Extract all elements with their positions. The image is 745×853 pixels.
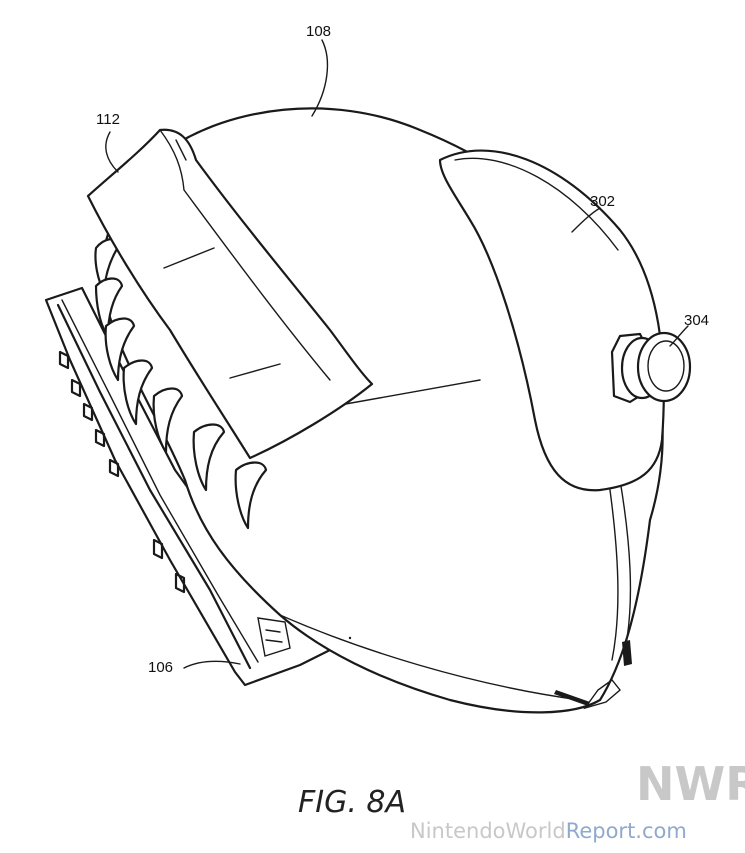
label-302: 302 (590, 193, 615, 210)
watermark-logo: NWR (636, 757, 745, 811)
leader-lines (105, 39, 689, 669)
svg-text:NWR: NWR (636, 757, 745, 811)
label-112: 112 (96, 111, 120, 128)
svg-text:NintendoWorldReport.com: NintendoWorldReport.com (410, 819, 687, 843)
visor (86, 128, 374, 460)
knob (610, 331, 692, 404)
label-108: 108 (306, 23, 331, 40)
label-106: 106 (148, 659, 173, 676)
nwr-watermark: NWR NintendoWorldReport.com (410, 757, 745, 843)
cooling-fins (94, 238, 268, 530)
figure-caption: FIG. 8A (298, 785, 406, 820)
side-panel (438, 149, 665, 492)
watermark-site-suffix: Report.com (566, 819, 687, 843)
watermark-site-prefix: NintendoWorld (410, 819, 566, 843)
label-304: 304 (684, 312, 709, 329)
